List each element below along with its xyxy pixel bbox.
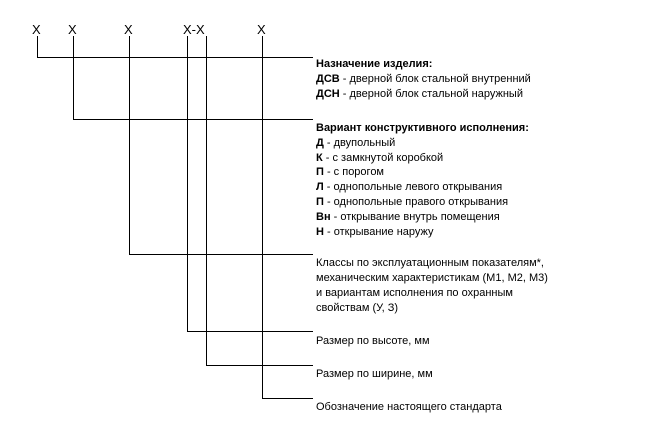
- variant-item-code: Н: [316, 226, 324, 238]
- variant-item-code: П: [316, 196, 324, 208]
- purpose-item: ДСН - дверной блок стальной наружный: [316, 87, 523, 102]
- height-label: Размер по высоте, мм: [316, 335, 430, 347]
- variant-item-text: - открывание внутрь помещения: [330, 211, 500, 223]
- variant-item-text: - однопольные левого открывания: [323, 181, 503, 193]
- variant-item: Н - открывание наружу: [316, 225, 434, 240]
- width-label: Размер по ширине, мм: [316, 368, 433, 380]
- variant-item-code: К: [316, 152, 323, 164]
- variant-item: Д - двупольный: [316, 136, 395, 151]
- variant-item: Л - однопольные левого открывания: [316, 180, 502, 195]
- code-char-2: X: [68, 22, 77, 37]
- purpose-item-text: - дверной блок стальной внутренний: [339, 73, 531, 85]
- classes-line: и вариантам исполнения по охранным: [316, 287, 513, 299]
- purpose-item-code: ДСВ: [316, 73, 340, 85]
- variant-item-text: - однопольные правого открывания: [323, 196, 509, 208]
- variant-item-text: - открывание наружу: [323, 226, 434, 238]
- code-char-1: X: [32, 22, 41, 37]
- variant-item: П - с порогом: [316, 165, 384, 180]
- variant-item-code: Л: [316, 181, 324, 193]
- variant-item: П - однопольные правого открывания: [316, 195, 508, 210]
- purpose-title: Назначение изделия:: [316, 58, 433, 70]
- leader-line-width: [206, 36, 313, 366]
- code-char-4: X-X: [183, 22, 205, 37]
- variant-item-text: - двупольный: [323, 137, 396, 149]
- classes-line: механическим характеристикам (М1, М2, М3…: [316, 272, 548, 284]
- standard-label: Обозначение настоящего стандарта: [316, 401, 502, 413]
- classes-line: свойствам (У, З): [316, 302, 399, 314]
- variant-item-code: Вн: [316, 211, 331, 223]
- purpose-item-text: - дверной блок стальной наружный: [339, 88, 523, 100]
- purpose-item: ДСВ - дверной блок стальной внутренний: [316, 72, 531, 87]
- variant-item-code: Д: [316, 137, 324, 149]
- variant-item-text: - с порогом: [323, 166, 384, 178]
- code-char-3: X: [124, 22, 133, 37]
- variant-item: Вн - открывание внутрь помещения: [316, 210, 500, 225]
- leader-line-variant: [73, 36, 313, 120]
- leader-line-classes: [129, 36, 313, 255]
- purpose-item-code: ДСН: [316, 88, 340, 100]
- variant-item-code: П: [316, 166, 324, 178]
- variant-item-text: - с замкнутой коробкой: [322, 152, 444, 164]
- leader-line-height: [187, 36, 313, 332]
- classes-line: Классы по эксплуатационным показателям*,: [316, 257, 544, 269]
- code-char-5: X: [257, 22, 266, 37]
- leader-line-standard: [262, 36, 313, 399]
- variant-item: К - с замкнутой коробкой: [316, 151, 443, 166]
- variant-title: Вариант конструктивного исполнения:: [316, 122, 529, 134]
- leader-line-purpose: [37, 36, 313, 58]
